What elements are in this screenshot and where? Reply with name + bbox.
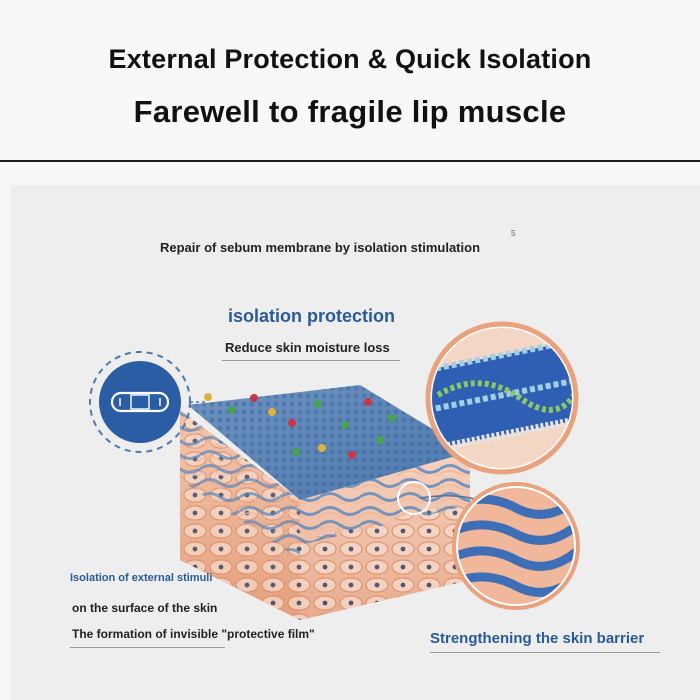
- corner-mark: 5: [511, 229, 516, 238]
- stimuli-line-2: The formation of invisible "protective f…: [72, 627, 315, 641]
- barrier-underline: [430, 652, 660, 653]
- page-subtitle: Farewell to fragile lip muscle: [133, 94, 567, 129]
- isolation-protection-subtitle: Reduce skin moisture loss: [225, 340, 390, 355]
- isolation-protection-title: isolation protection: [228, 306, 396, 326]
- barrier-detail: [397, 481, 580, 610]
- diagram-subtitle: Repair of sebum membrane by isolation st…: [160, 240, 481, 255]
- stimuli-underline: [70, 647, 225, 648]
- membrane-detail: [425, 321, 579, 475]
- header-divider: [0, 160, 700, 162]
- page-title: External Protection & Quick Isolation: [108, 44, 592, 74]
- barrier-label: Strengthening the skin barrier: [430, 630, 645, 647]
- skin-cross-section: [180, 385, 470, 620]
- bandage-icon: [89, 351, 205, 453]
- header: [0, 0, 700, 175]
- isolation-underline: [222, 360, 400, 361]
- stimuli-line-1: on the surface of the skin: [72, 601, 218, 615]
- stimuli-title: Isolation of external stimuli: [70, 572, 213, 584]
